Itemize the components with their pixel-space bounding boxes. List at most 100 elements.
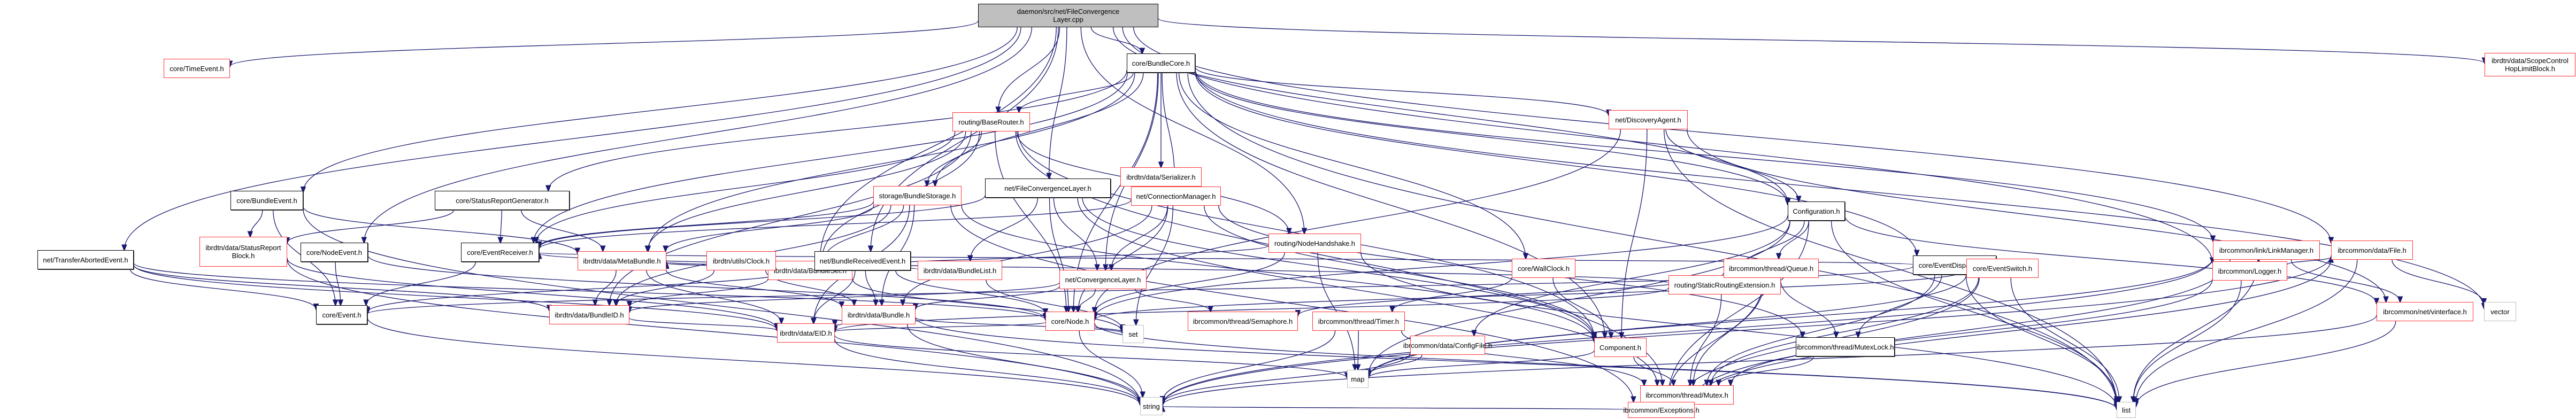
node-vector: vector [2484, 302, 2516, 321]
edge-Configuration-to-Node [1095, 215, 1788, 317]
edge-LinkManager-to-vinterface [2290, 259, 2400, 302]
node-status-report-block[interactable]: ibrdtn/data/StatusReport Block.h [199, 237, 287, 267]
node-connection-manager[interactable]: net/ConnectionManager.h [1131, 187, 1221, 206]
edge-Configuration-to-list [1831, 220, 2117, 404]
node-string: string [1140, 397, 1163, 415]
edge-ConvergenceLayer-to-Node [1078, 289, 1096, 312]
edge-Configuration-to-map [1368, 220, 1790, 375]
node-set: set [1122, 325, 1144, 343]
edge-BundleSet-to-set [852, 278, 1122, 332]
edge-Logger-to-Mutex [1731, 279, 2213, 385]
node-root-file[interactable]: daemon/src/net/FileConvergence Layer.cpp [978, 4, 1158, 27]
node-map: map [1347, 370, 1368, 388]
edge-StatusReportGenerator-to-StatusReportBlock [287, 210, 454, 243]
node-link-manager[interactable]: ibrcommon/link/LinkManager.h [2213, 240, 2320, 260]
node-file[interactable]: ibrcommon/data/File.h [2331, 240, 2413, 260]
node-discovery-agent[interactable]: net/DiscoveryAgent.h [1609, 110, 1688, 129]
edge-ConnectionManager-to-EventReceiver [539, 199, 1132, 249]
node-config-file[interactable]: ibrcommon/data/ConfigFile.h [1403, 336, 1492, 355]
edge-Configuration-to-ConfigFile [1474, 220, 1790, 336]
node-status-report-generator[interactable]: core/StatusReportGenerator.h [435, 191, 570, 210]
edge-EventSwitch-to-Node [1095, 270, 1967, 320]
edge-BundleEvent-to-StatusReportBlock [250, 210, 263, 237]
edge-NodeEvent-to-Event [335, 261, 341, 305]
edge-Logger-to-File [2287, 257, 2331, 265]
edge-BundleReceivedEvent-to-EID [813, 270, 856, 323]
node-semaphore[interactable]: ibrcommon/thread/Semaphore.h [1188, 312, 1298, 331]
edge-BundleCore-to-vector [1195, 69, 2484, 309]
edge-EventDispatcher-to-Mutex [1707, 274, 1935, 385]
node-bundle-list[interactable]: ibrdtn/data/BundleList.h [918, 261, 1002, 280]
node-serializer[interactable]: ibrdtn/data/Serializer.h [1120, 167, 1202, 187]
edge-TransferAbortedEvent-to-Event [130, 269, 316, 309]
edge-Queue-to-MutexLock [1780, 277, 1836, 337]
node-mutex-lock[interactable]: ibrcommon/thread/MutexLock.h [1796, 337, 1895, 356]
edge-Queue-to-Semaphore [1298, 273, 1724, 316]
edge-WallClock-to-Timer [1392, 277, 1512, 312]
node-mutex[interactable]: ibrcommon/thread/Mutex.h [1640, 385, 1734, 405]
node-bundle-id[interactable]: ibrdtn/data/BundleID.h [549, 305, 629, 324]
edge-BundleCore-to-list [1187, 72, 2117, 407]
node-clock[interactable]: ibrdtn/utils/Clock.h [706, 251, 776, 270]
edge-root-to-ScopeControl [1158, 18, 2485, 63]
edge-ConvergenceLayer-to-Bundle [916, 286, 1060, 309]
node-event[interactable]: core/Event.h [316, 305, 367, 324]
edge-BundleSet-to-BundleID [629, 278, 768, 307]
edge-Event-to-string [367, 317, 1140, 405]
node-component[interactable]: Component.h [1594, 338, 1647, 357]
node-node[interactable]: core/Node.h [1045, 312, 1095, 331]
node-bundle[interactable]: ibrdtn/data/Bundle.h [842, 305, 916, 324]
edge-DiscoveryAgent-to-list [1663, 129, 2117, 404]
node-bundle-core[interactable]: core/BundleCore.h [1127, 53, 1195, 73]
node-timer[interactable]: ibrcommon/thread/Timer.h [1312, 312, 1405, 331]
node-transfer-aborted-event[interactable]: net/TransferAbortedEvent.h [37, 250, 134, 269]
node-event-receiver[interactable]: core/EventReceiver.h [461, 243, 539, 262]
edge-ConfigFile-to-string [1163, 353, 1411, 404]
edge-root-to-NodeHandshake [1080, 27, 1304, 234]
edge-MetaBundle-to-Bundle [666, 270, 842, 307]
edge-BundleCore-to-BaseRouter [1019, 72, 1134, 112]
edge-NodeHandshake-to-map [1317, 252, 1355, 370]
node-node-handshake[interactable]: routing/NodeHandshake.h [1268, 234, 1361, 253]
node-bundle-storage[interactable]: storage/BundleStorage.h [873, 186, 962, 205]
edge-BundleList-to-set [986, 280, 1122, 330]
node-convergence-layer[interactable]: net/ConvergenceLayer.h [1059, 270, 1147, 289]
node-scope-control-hop-limit-block[interactable]: ibrdtn/data/ScopeControl HopLimitBlock.h [2485, 53, 2575, 76]
edge-BaseRouter-to-MetaBundle [648, 131, 966, 251]
node-time-event[interactable]: core/TimeEvent.h [164, 59, 230, 78]
node-wall-clock[interactable]: core/WallClock.h [1512, 259, 1575, 278]
edge-ConnectionManager-to-Bundle [903, 205, 1152, 305]
edge-TransferAbortedEvent-to-EID [133, 265, 777, 330]
node-base-router[interactable]: routing/BaseRouter.h [952, 112, 1030, 131]
edge-BundleStorage-to-EventReceiver [539, 201, 874, 247]
node-meta-bundle[interactable]: ibrdtn/data/MetaBundle.h [578, 251, 666, 270]
node-file-convergence-layer-header[interactable]: net/FileConvergenceLayer.h [985, 179, 1111, 198]
edge-BundleStorage-to-Exceptions [950, 205, 1634, 402]
edge-FileConvergenceLayerH-to-EventReceiver [539, 195, 986, 248]
edge-root-to-Logger [1122, 27, 2212, 263]
edge-Queue-to-Exceptions [1667, 277, 1764, 402]
node-bundle-received-event[interactable]: net/BundleReceivedEvent.h [814, 251, 911, 270]
node-vinterface[interactable]: ibrcommon/net/vinterface.h [2377, 302, 2473, 321]
node-node-event[interactable]: core/NodeEvent.h [301, 243, 368, 262]
node-static-routing-extension[interactable]: routing/StaticRoutingExtension.h [1668, 275, 1781, 294]
edge-Configuration-to-Queue [1779, 220, 1809, 259]
edge-BundleCore-to-BundleStorage [935, 72, 1144, 186]
edge-FileConvergenceLayerH-to-BundleList [970, 197, 1038, 261]
edge-BundleCore-to-Component [1176, 72, 1605, 338]
edge-MutexLock-to-Mutex [1719, 356, 1814, 385]
edge-Queue-to-Mutex [1693, 277, 1765, 385]
node-configuration[interactable]: Configuration.h [1788, 201, 1845, 221]
node-eid[interactable]: ibrdtn/data/EID.h [777, 323, 835, 343]
node-bundle-event[interactable]: core/BundleEvent.h [230, 191, 303, 210]
edge-DiscoveryAgent-to-vinterface [1687, 129, 2386, 302]
edge-Bundle-to-list [915, 317, 2117, 409]
edge-File-to-Exceptions [1695, 259, 2332, 402]
node-event-switch[interactable]: core/EventSwitch.h [1966, 259, 2039, 278]
node-exceptions[interactable]: ibrcommon/Exceptions.h [1623, 402, 1700, 418]
node-logger[interactable]: ibrcommon/Logger.h [2212, 261, 2287, 281]
node-queue[interactable]: ibrcommon/thread/Queue.h [1724, 259, 1819, 278]
edge-Component-to-Mutex [1633, 356, 1673, 385]
edge-FileConvergenceLayerH-to-Component [1082, 197, 1594, 340]
